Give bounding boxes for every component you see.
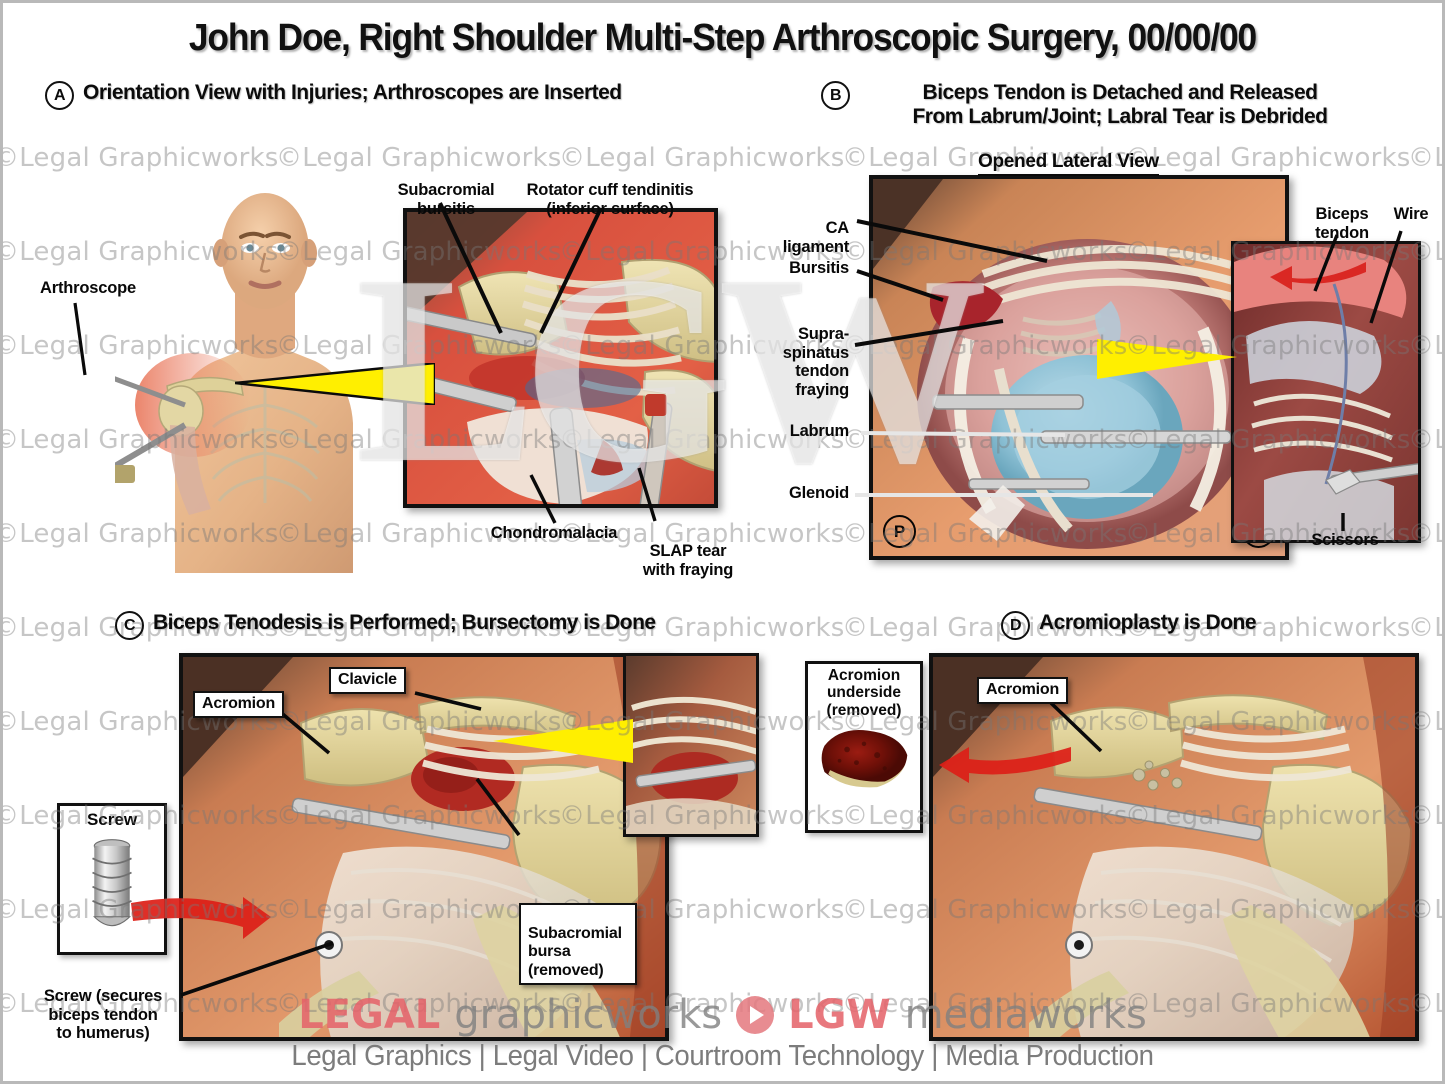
label-acromion-c: Acromion (193, 691, 285, 719)
label-scissors-text: Scissors (1311, 531, 1379, 549)
label-wire-text: Wire (1393, 205, 1429, 223)
panel-c-inset-art (626, 656, 756, 834)
label-rotator-cuff-tendinitis: Rotator cuff tendinitis (inferior surfac… (525, 163, 695, 218)
label-subacromial-bursitis: Subacromial bursitis (391, 163, 501, 218)
panel-b-letter: B (821, 81, 850, 110)
label-acromion-d: Acromion (977, 677, 1069, 705)
label-wire: Wire (1381, 205, 1441, 223)
brand-lgw: LGW (788, 992, 891, 1038)
label-clavicle-text: Clavicle (338, 671, 397, 688)
watermark-tile: ©Legal Graphicworks (1408, 613, 1442, 643)
panel-d-letter: D (1001, 611, 1030, 640)
play-icon (736, 996, 775, 1034)
label-supraspinatus-tendon-fraying-text: Supra- spinatus tendon fraying (782, 325, 849, 399)
panel-c-inset-frame (623, 653, 759, 837)
label-chondromalacia: Chondromalacia (489, 524, 619, 542)
label-labrum-text: Labrum (789, 422, 850, 440)
panel-b-heading: B Biceps Tendon is Detached and Released… (821, 81, 1381, 129)
watermark-tile: ©Legal Graphicworks (1408, 143, 1442, 173)
screw-inset-frame: Screw (57, 803, 167, 955)
label-acromion-c-text: Acromion (202, 695, 276, 712)
panel-b-inset-frame (1231, 241, 1421, 543)
label-subacromial-bursa-removed: Subacromial bursa (removed) (519, 903, 637, 985)
panel-c-heading-text: Biceps Tenodesis is Performed; Bursectom… (153, 611, 656, 634)
label-clavicle: Clavicle (329, 667, 406, 695)
panel-d-heading-text: Acromioplasty is Done (1039, 611, 1257, 634)
label-biceps-tendon: Biceps tendon (1299, 187, 1385, 242)
label-acromion-underside-removed: Acromion underside (removed) (826, 667, 902, 719)
panel-c-letter: C (115, 611, 144, 640)
watermark-tile: ©Legal Graphicworks (0, 143, 279, 173)
label-rotator-cuff-tendinitis-text: Rotator cuff tendinitis (inferior surfac… (526, 181, 694, 218)
label-labrum: Labrum (745, 422, 850, 440)
panel-d-main-frame (929, 653, 1419, 1041)
panel-d-heading: D Acromioplasty is Done (1001, 611, 1257, 640)
label-subacromial-bursa-removed-text: Subacromial bursa (removed) (528, 925, 622, 979)
zoom-wedge-c (493, 719, 633, 763)
red-arrow-c (131, 895, 271, 941)
label-slap-tear: SLAP tear with fraying (633, 524, 743, 579)
panel-c-heading: C Biceps Tenodesis is Performed; Bursect… (115, 611, 656, 640)
red-arrow-d (939, 743, 1071, 787)
label-subacromial-bursitis-text: Subacromial bursitis (397, 181, 495, 218)
label-glenoid-text: Glenoid (788, 484, 849, 502)
acromion-underside-inset-frame: Acromion underside (removed) (805, 661, 923, 833)
label-bursitis: Bursitis (745, 259, 849, 277)
label-ca-ligament: CA ligament (745, 201, 849, 256)
panel-a-arthroscopic-art (407, 212, 714, 504)
panel-a-letter: A (45, 81, 74, 110)
watermark-tile: ©Legal Graphicworks (1125, 143, 1411, 173)
bone-fragment-icon (821, 730, 908, 788)
label-screw-description-text: Screw (secures biceps tendon to humerus) (43, 987, 163, 1043)
brand-tagline: Legal Graphics | Legal Video | Courtroom… (291, 1040, 1154, 1072)
orientation-marker-p-text: P (893, 521, 906, 541)
panel-b-subcaption: Opened Lateral View (978, 151, 1159, 176)
orientation-marker-p: P (883, 515, 916, 548)
label-glenoid: Glenoid (745, 484, 849, 502)
page-title: John Doe, Right Shoulder Multi-Step Arth… (188, 17, 1257, 59)
label-supraspinatus-tendon-fraying: Supra- spinatus tendon fraying (745, 307, 849, 399)
panel-a-heading-text: Orientation View with Injuries; Arthrosc… (83, 81, 622, 104)
label-acromion-d-text: Acromion (986, 681, 1060, 698)
label-scissors: Scissors (1303, 531, 1387, 549)
label-bursitis-text: Bursitis (789, 259, 849, 277)
panel-a-inset-frame (403, 208, 718, 508)
zoom-wedge-a (234, 361, 437, 407)
red-arrow-b (1270, 262, 1366, 292)
screw-inset-title: Screw (86, 810, 138, 829)
label-arthroscope-text: Arthroscope (40, 279, 136, 297)
panel-b-heading-line2: From Labrum/Joint; Labral Tear is Debrid… (912, 105, 1328, 129)
panel-b-heading-line1: Biceps Tendon is Detached and Released (922, 81, 1318, 104)
label-screw-description: Screw (secures biceps tendon to humerus) (29, 969, 177, 1043)
panel-a-heading: A Orientation View with Injuries; Arthro… (45, 81, 622, 110)
label-ca-ligament-text: CA ligament (782, 219, 849, 256)
zoom-wedge-b (1097, 339, 1237, 379)
label-biceps-tendon-text: Biceps tendon (1315, 205, 1369, 242)
label-chondromalacia-text: Chondromalacia (490, 524, 618, 542)
screw-icon (92, 839, 132, 927)
label-slap-tear-text: SLAP tear with fraying (642, 542, 734, 579)
panel-d-main-art (933, 657, 1415, 1037)
label-arthroscope: Arthroscope (33, 279, 143, 297)
